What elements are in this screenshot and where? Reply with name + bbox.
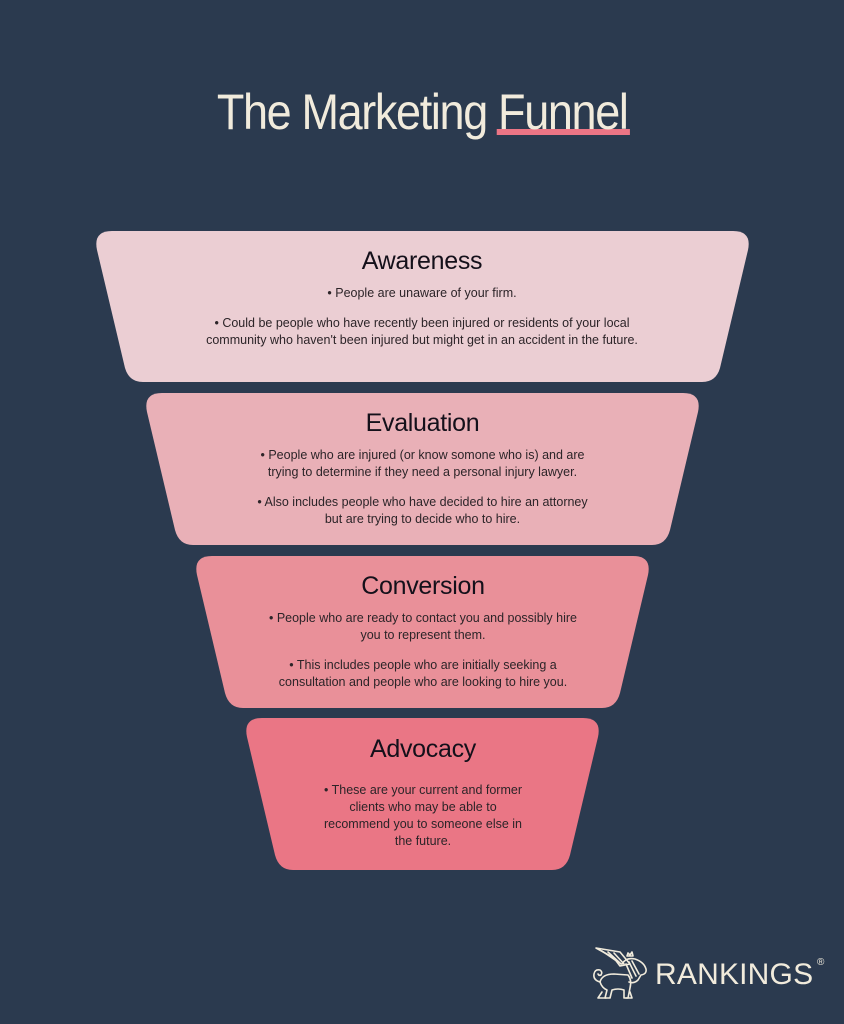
stage-bullets: • People who are ready to contact you an… bbox=[268, 610, 578, 691]
stage-bullet: • This includes people who are initially… bbox=[278, 658, 568, 689]
funnel-stage-advocacy: Advocacy • These are your current and fo… bbox=[318, 734, 528, 850]
rankings-logo: RANKINGS ® bbox=[590, 944, 830, 1004]
stage-bullets: • People who are injured (or know somone… bbox=[250, 447, 595, 528]
funnel-stage-awareness: Awareness • People are unaware of your f… bbox=[200, 246, 644, 349]
funnel-stage-shape-advocacy bbox=[246, 718, 599, 870]
title-highlight: Funnel bbox=[496, 84, 630, 140]
funnel-stage-shape-awareness bbox=[96, 231, 749, 382]
stage-heading: Awareness bbox=[361, 247, 483, 275]
stage-bullets: • People are unaware of your firm. • Cou… bbox=[200, 285, 644, 349]
stage-heading: Advocacy bbox=[370, 735, 476, 763]
stage-bullet: • These are your current and former clie… bbox=[323, 783, 523, 848]
funnel-stage-shape-evaluation bbox=[146, 393, 699, 545]
stage-bullet: • People are unaware of your firm. bbox=[327, 286, 517, 300]
stage-bullet: • People who are ready to contact you an… bbox=[268, 611, 578, 642]
title-prefix: The Marketing bbox=[216, 84, 498, 140]
funnel-stage-shape-conversion bbox=[196, 556, 649, 708]
stage-bullet: • Could be people who have recently been… bbox=[206, 316, 638, 347]
stage-bullets: • These are your current and former clie… bbox=[318, 782, 528, 850]
stage-heading: Evaluation bbox=[365, 409, 480, 437]
stage-bullet: • People who are injured (or know somone… bbox=[260, 448, 585, 479]
winged-lion-icon bbox=[593, 947, 647, 999]
funnel-stage-evaluation: Evaluation • People who are injured (or … bbox=[250, 408, 595, 528]
stage-heading: Conversion bbox=[361, 572, 485, 600]
stage-bullet: • Also includes people who have decided … bbox=[257, 495, 588, 526]
funnel-stage-conversion: Conversion • People who are ready to con… bbox=[268, 571, 578, 691]
registered-mark: ® bbox=[817, 957, 825, 968]
page-title: The Marketing Funnel bbox=[0, 84, 844, 140]
rankings-wordmark: RANKINGS bbox=[655, 958, 814, 991]
